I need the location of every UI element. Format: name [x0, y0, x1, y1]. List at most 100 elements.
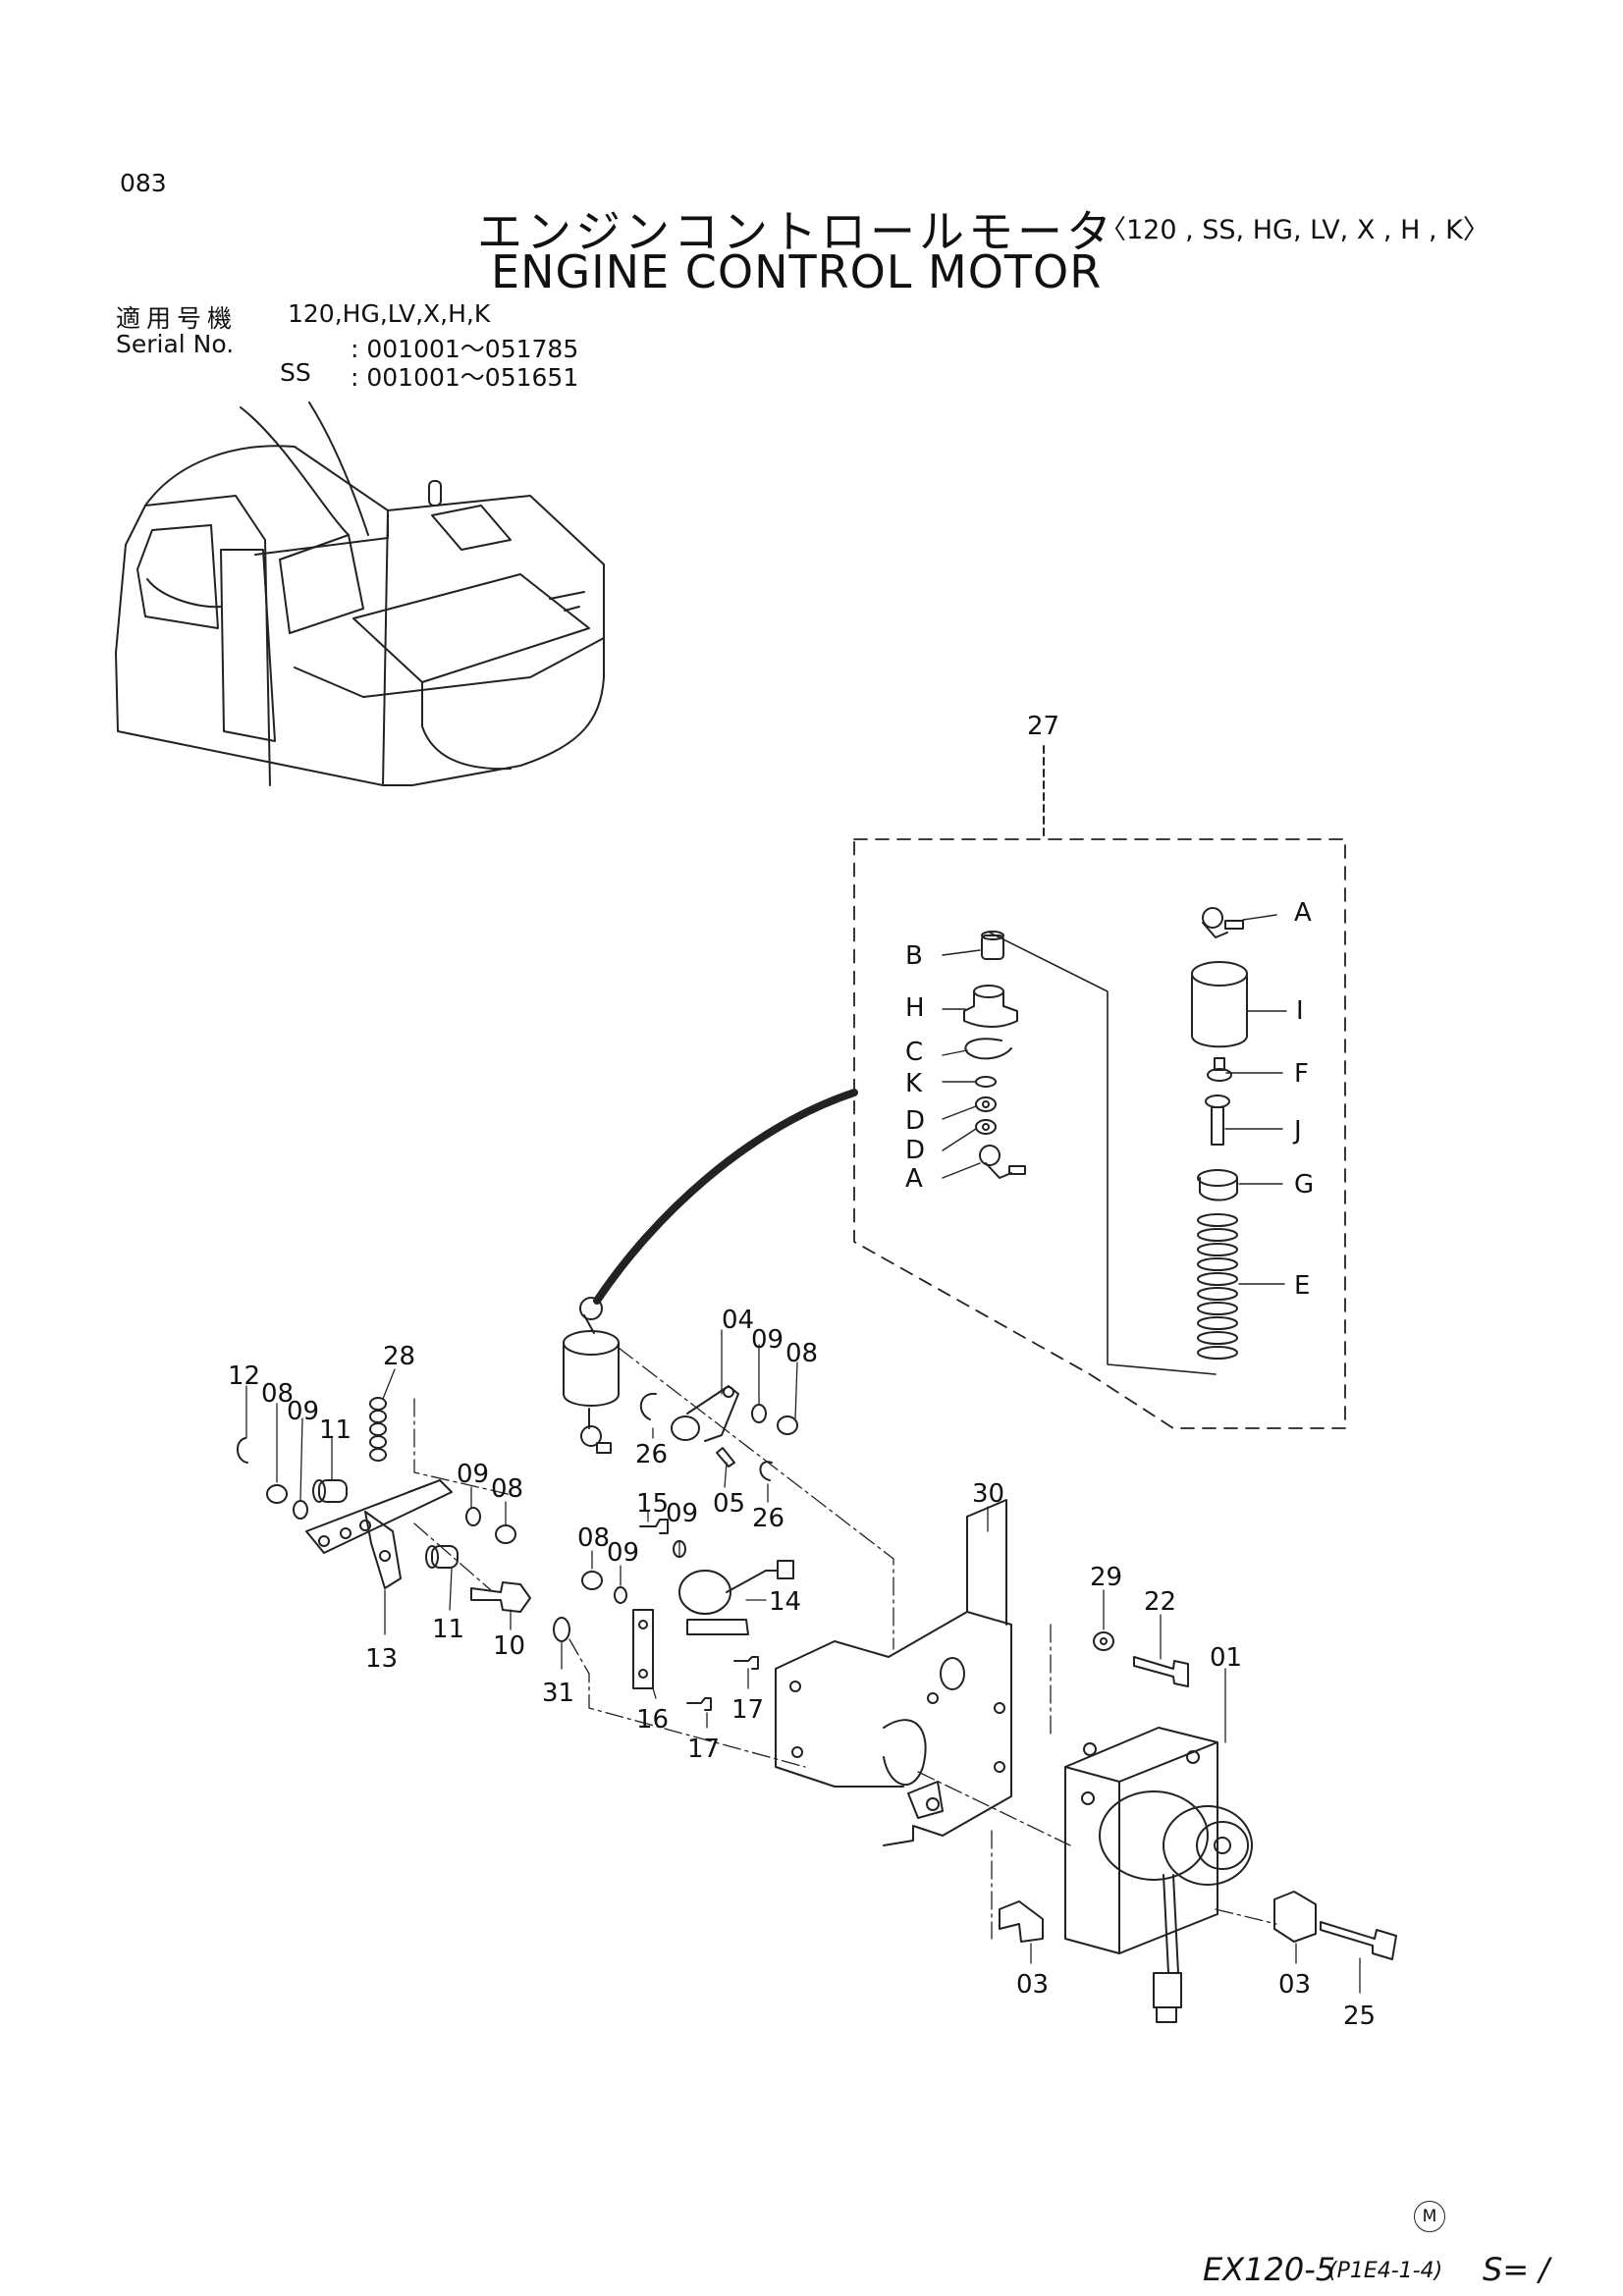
- callout-27: 27: [1027, 712, 1059, 741]
- part-09-washer-upper: [751, 1404, 767, 1423]
- applicable-machines-label: 適用号機: [116, 304, 239, 333]
- callout-17-upper: 17: [731, 1695, 764, 1725]
- part-30-bracket: [775, 1499, 1012, 1846]
- part-26-clip-upper: [640, 1392, 657, 1420]
- part-J-pin: [1205, 1095, 1230, 1146]
- part-12-clip: [237, 1437, 248, 1464]
- part-17-screw-upper: [733, 1656, 759, 1670]
- callout-09-sensor: 09: [666, 1499, 698, 1528]
- callout-08-mid: 08: [491, 1474, 523, 1504]
- part-C-snap-ring: [964, 1038, 1012, 1060]
- footer-model: EX120-5: [1203, 2251, 1336, 2288]
- part-B-bushing: [981, 931, 1004, 960]
- callout-31: 31: [542, 1679, 574, 1708]
- callout-A-bottom: A: [905, 1164, 923, 1194]
- callout-22: 22: [1144, 1587, 1176, 1617]
- part-09-washer-left: [293, 1500, 308, 1520]
- callout-17-lower: 17: [687, 1735, 720, 1764]
- part-31-ring: [553, 1617, 570, 1642]
- callout-01: 01: [1210, 1643, 1242, 1673]
- callout-E: E: [1294, 1271, 1310, 1301]
- serial-number-range: : 001001～051785: [351, 335, 579, 363]
- callout-03-left: 03: [1016, 1970, 1049, 2000]
- callout-08-left: 08: [261, 1379, 294, 1409]
- callout-C: C: [905, 1038, 923, 1067]
- callout-08-upper: 08: [785, 1339, 818, 1368]
- callout-I: I: [1296, 996, 1304, 1026]
- part-17-screw-lower: [686, 1697, 712, 1711]
- part-28-spring: [369, 1397, 387, 1462]
- part-04-lever: [671, 1385, 739, 1442]
- callout-11-left: 11: [319, 1415, 352, 1445]
- callout-B: B: [905, 941, 923, 971]
- part-F-bolt: [1207, 1057, 1232, 1082]
- callout-09-mid: 09: [457, 1460, 489, 1489]
- kit-link-cable: [593, 1089, 858, 1305]
- part-E-bellows: [1197, 1213, 1238, 1360]
- callout-F: F: [1294, 1059, 1309, 1089]
- callout-26-upper: 26: [635, 1440, 668, 1469]
- main-leader-lines: [245, 1329, 1361, 1994]
- part-22-bolt: [1133, 1656, 1189, 1687]
- callout-09-upper: 09: [751, 1325, 784, 1355]
- part-29-nut: [1093, 1631, 1114, 1651]
- part-H-bushing: [963, 985, 1018, 1028]
- part-14-sensor: [678, 1560, 794, 1635]
- callout-29: 29: [1090, 1563, 1122, 1592]
- part-D-nut-2: [975, 1119, 997, 1135]
- callout-03-right: 03: [1278, 1970, 1311, 2000]
- callout-30: 30: [972, 1479, 1004, 1509]
- excavator-locator-illustration: [115, 401, 605, 786]
- callout-K: K: [905, 1069, 923, 1098]
- part-05-pin: [716, 1447, 735, 1468]
- kit-leader-lines: [942, 914, 1287, 1285]
- footer-reference: (P1E4-1-4): [1328, 2259, 1443, 2283]
- callout-10: 10: [493, 1631, 525, 1661]
- footer-sheet: S= /: [1483, 2251, 1550, 2288]
- part-I-cylinder: [1191, 961, 1248, 1048]
- part-08-nut-mid: [495, 1524, 516, 1544]
- part-11-bushing-right: [425, 1545, 459, 1569]
- part-08-nut-sensor: [581, 1571, 603, 1590]
- callout-G: G: [1294, 1170, 1314, 1200]
- m-mark: M: [1414, 2201, 1445, 2232]
- part-D-nut-1: [975, 1096, 997, 1112]
- serial-number-label: Serial No.: [116, 330, 235, 358]
- part-08-nut-left: [266, 1484, 288, 1504]
- ss-serial-range: : 001001～051651: [351, 363, 579, 392]
- callout-11-right: 11: [432, 1615, 464, 1644]
- callout-A-top: A: [1294, 898, 1312, 928]
- callout-28: 28: [383, 1342, 415, 1371]
- callout-08-sensor: 08: [577, 1523, 610, 1553]
- title-japanese: エンジンコントロールモータ: [477, 205, 1115, 258]
- actuator-rod-assembly: [563, 1297, 620, 1454]
- part-09-washer-mid: [465, 1507, 481, 1526]
- callout-labels: 27 A B H C K D D A I F J G E 04 09 08 12…: [228, 712, 1376, 2031]
- kit-27-boundary: [853, 838, 1346, 1429]
- callout-13: 13: [365, 1644, 398, 1674]
- page-number: 083: [120, 169, 167, 197]
- part-10-pin: [470, 1581, 531, 1613]
- part-13-lever: [305, 1479, 453, 1589]
- part-11-bushing-left: [312, 1479, 348, 1503]
- callout-J: J: [1292, 1116, 1302, 1146]
- part-01-motor: [1064, 1727, 1253, 2023]
- part-09-washer-sensor-low: [614, 1586, 627, 1604]
- part-08-nut-upper: [777, 1415, 798, 1435]
- part-26-clip-lower: [759, 1461, 773, 1481]
- callout-12: 12: [228, 1362, 260, 1391]
- applicable-models: 120,HG,LV,X,H,K: [288, 299, 491, 328]
- title-english: ENGINE CONTROL MOTOR: [491, 245, 1103, 298]
- callout-16: 16: [636, 1705, 669, 1735]
- part-A-rod-end-top: [1202, 907, 1244, 938]
- callout-15: 15: [636, 1489, 669, 1519]
- title-variants: 〈120 , SS, HG, LV, X , H , K〉: [1100, 215, 1489, 245]
- callout-D-2: D: [905, 1136, 925, 1165]
- ss-label: SS: [280, 358, 311, 387]
- part-16-bracket: [632, 1609, 654, 1689]
- callout-05: 05: [713, 1489, 745, 1519]
- callout-04: 04: [722, 1306, 754, 1335]
- part-25-bolt: [1320, 1921, 1397, 1960]
- part-G-bush: [1197, 1169, 1238, 1201]
- callout-14: 14: [769, 1587, 801, 1617]
